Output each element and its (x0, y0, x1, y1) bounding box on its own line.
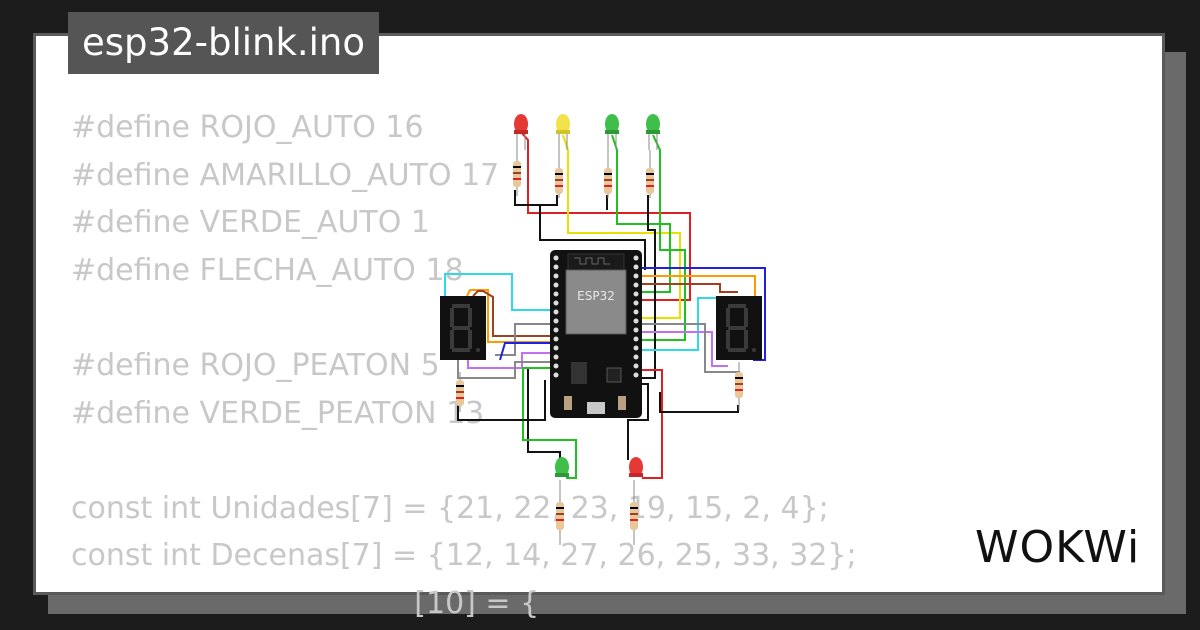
led-green-pedestrian (555, 457, 569, 477)
wire-black-6 (627, 383, 649, 460)
wire-black-2 (537, 195, 558, 206)
code-line: #define VERDE_PEATON 13 (71, 395, 485, 431)
led-green-arrow (646, 114, 660, 150)
wire-green-3 (522, 367, 577, 479)
code-line: #define AMARILLO_AUTO 17 (71, 157, 500, 193)
wire-orange-2 (640, 275, 756, 296)
wire-black-1 (514, 190, 646, 270)
wire-red-2 (640, 369, 663, 479)
esp32-board: ESP32 (550, 250, 642, 418)
wire-blue-1 (499, 342, 552, 361)
wire-gray-1 (495, 323, 552, 356)
wires (444, 131, 766, 479)
led-red-pedestrian (629, 457, 643, 477)
code-background: #define ROJO_AUTO 16 #define AMARILLO_AUT… (71, 104, 857, 628)
seven-segment-left (440, 296, 486, 360)
resistor-3 (604, 150, 612, 198)
wire-black-8 (659, 392, 739, 413)
wokwi-logo: WOKWi (975, 522, 1141, 573)
esp32-pin-headers-right (633, 255, 639, 378)
wire-green-2 (640, 134, 686, 341)
wire-purple-2 (640, 331, 728, 367)
led-green-auto (605, 114, 619, 150)
wire-red-1 (520, 131, 691, 301)
code-line: [10] = { (71, 585, 540, 621)
resistor-6 (735, 362, 743, 410)
resistor-2 (555, 150, 563, 198)
wire-black-4 (640, 195, 656, 379)
esp32-chip-label: ESP32 (577, 289, 615, 303)
resistor-5 (456, 372, 464, 412)
resistor-4 (646, 150, 654, 198)
code-line: #define ROJO_AUTO 16 (71, 110, 424, 145)
led-yellow-auto (556, 114, 570, 150)
resistor-8 (630, 480, 638, 545)
led-red-auto (514, 114, 528, 150)
wire-brown-2 (640, 283, 738, 293)
resistor-1 (513, 150, 521, 196)
code-line: const int Decenas[7] = {12, 14, 27, 26, … (71, 538, 857, 574)
code-line: #define VERDE_AUTO 1 (71, 205, 430, 241)
esp32-pin-headers-left (553, 255, 559, 378)
wire-brown-1 (472, 290, 552, 337)
wire-gray-2 (457, 360, 552, 379)
wire-black-7 (457, 380, 546, 421)
file-title: esp32-blink.ino (68, 12, 380, 74)
wire-gray-3 (640, 323, 740, 373)
code-line: const int Unidades[7] = {21, 22, 23, 19,… (71, 490, 829, 526)
wire-cyan-1 (444, 273, 552, 311)
seven-segment-right (716, 296, 762, 360)
resistor-7 (556, 480, 564, 545)
code-line: #define ROJO_PEATON 5 (71, 347, 440, 383)
